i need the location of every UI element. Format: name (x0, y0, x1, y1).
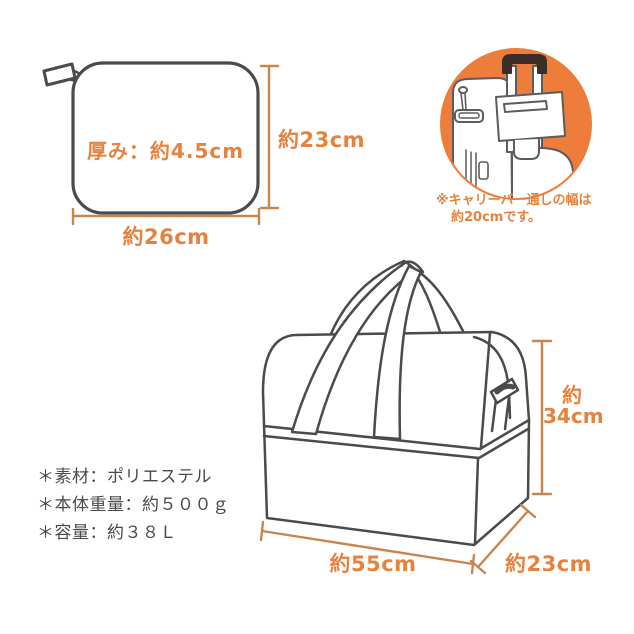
spec-weight: ＊本体重量：約５００ｇ (37, 495, 230, 515)
bag-front-handle (290, 260, 425, 441)
pouch-thickness-label: 厚み：約4.5cm (86, 139, 245, 163)
carry-bar-note-line2: 約20cmです。 (451, 210, 542, 225)
pouch-width-dimension (71, 207, 261, 226)
pouch-width-label: 約26cm (122, 225, 210, 249)
bag-height-label-kanji: 約 (562, 383, 582, 407)
bag-depth-dimension (469, 503, 537, 575)
carry-bar-note: ※キャリーバー通しの幅は 約20cmです。 (436, 192, 592, 226)
spec-capacity: ＊容量：約３８Ｌ (37, 523, 177, 543)
bag-height-dimension (531, 339, 553, 496)
pouch-height-label: 約23cm (278, 128, 366, 152)
boston-bag-icon (261, 259, 531, 547)
carry-bar-badge (440, 48, 592, 200)
bag-width-label: 約55cm (329, 552, 417, 576)
bag-depth-label: 約23cm (505, 552, 593, 576)
bag-height-label-value: 34cm (543, 404, 604, 428)
pouch-height-dimension (259, 64, 280, 210)
folded-pouch-icon (42, 61, 260, 215)
spec-list: ＊素材：ポリエステル ＊本体重量：約５００ｇ ＊容量：約３８Ｌ (37, 463, 230, 547)
handle-grip-icon (502, 54, 547, 74)
carry-bar-note-line1: ※キャリーバー通しの幅は (436, 193, 592, 208)
spec-material: ＊素材：ポリエステル (37, 467, 212, 487)
shoulder-strap-tab (489, 377, 520, 433)
bag-height-label: 約 34cm (543, 383, 604, 428)
folded-bag-on-carry-bar-icon (495, 91, 566, 160)
